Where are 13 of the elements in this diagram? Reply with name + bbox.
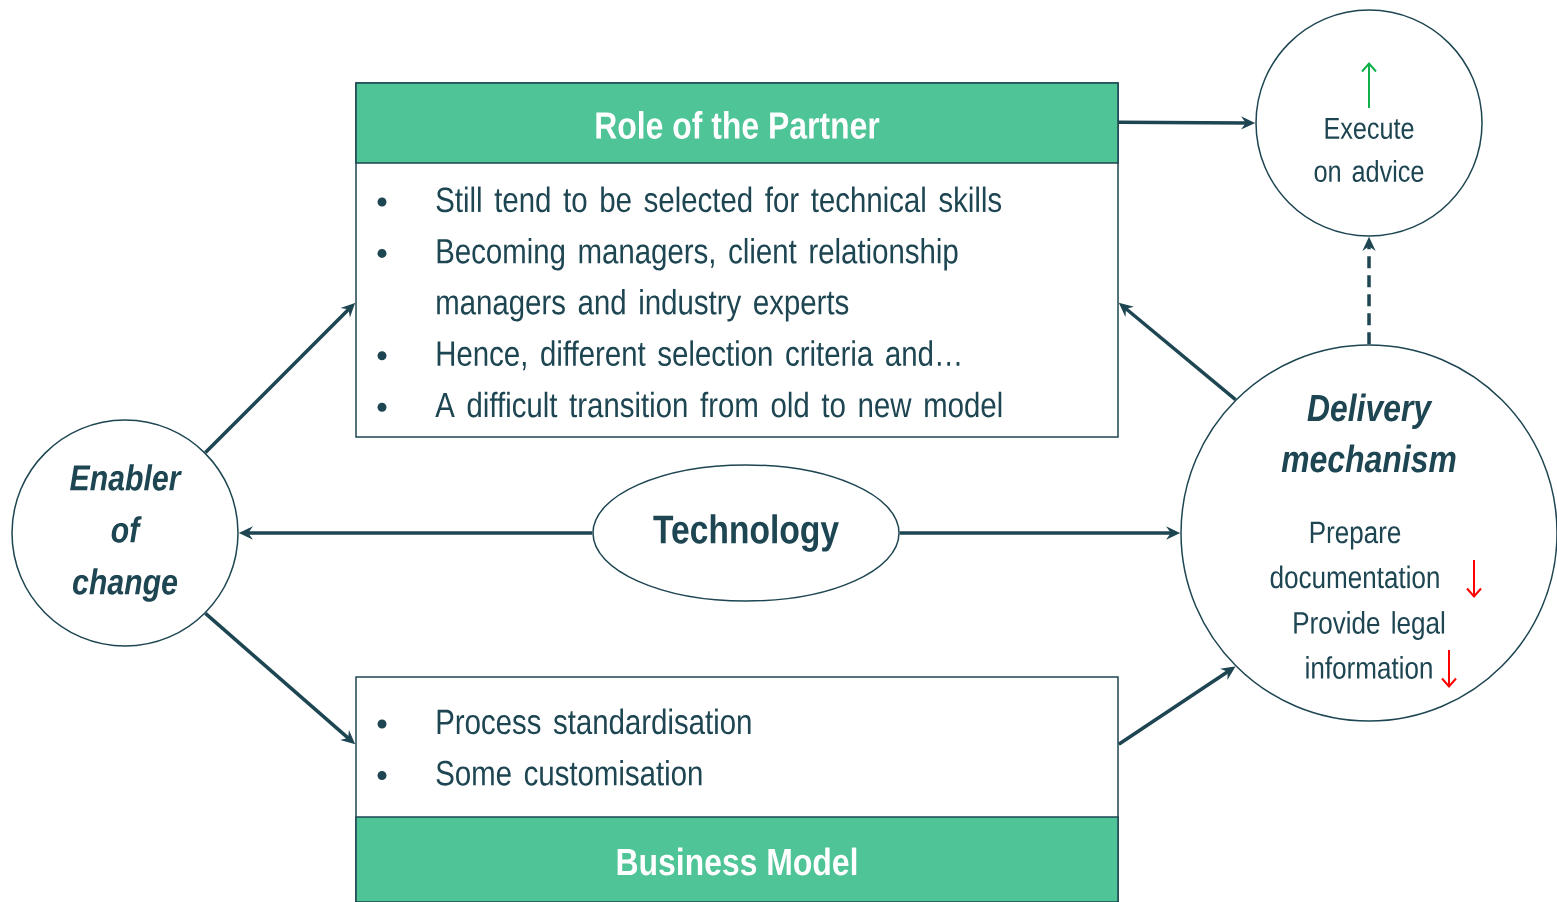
bullet-item: Process standardisation <box>377 708 751 735</box>
bullet-item: A difficult transition from old to new model <box>377 391 1002 418</box>
circle-text: Prepare documentation <box>1270 521 1439 589</box>
bullet-item: Hence, different selection criteria and… <box>377 340 960 371</box>
circle-text: Provide legal information <box>1294 611 1445 679</box>
bullet-item: Some customisation <box>377 759 702 786</box>
bullet-item: Becoming managers, client relationship managers and industry experts <box>377 237 958 322</box>
header-band: Role of the Partner <box>355 82 1119 164</box>
bullet-item: Still tend to be selected for technical skills <box>377 186 1002 213</box>
circle-text: Enabler of change <box>70 464 182 602</box>
circle-heading: Delivery mechanism <box>1281 393 1456 473</box>
circle-text: Execute on advice <box>1314 118 1424 182</box>
header-band: Business Model <box>355 816 1119 902</box>
